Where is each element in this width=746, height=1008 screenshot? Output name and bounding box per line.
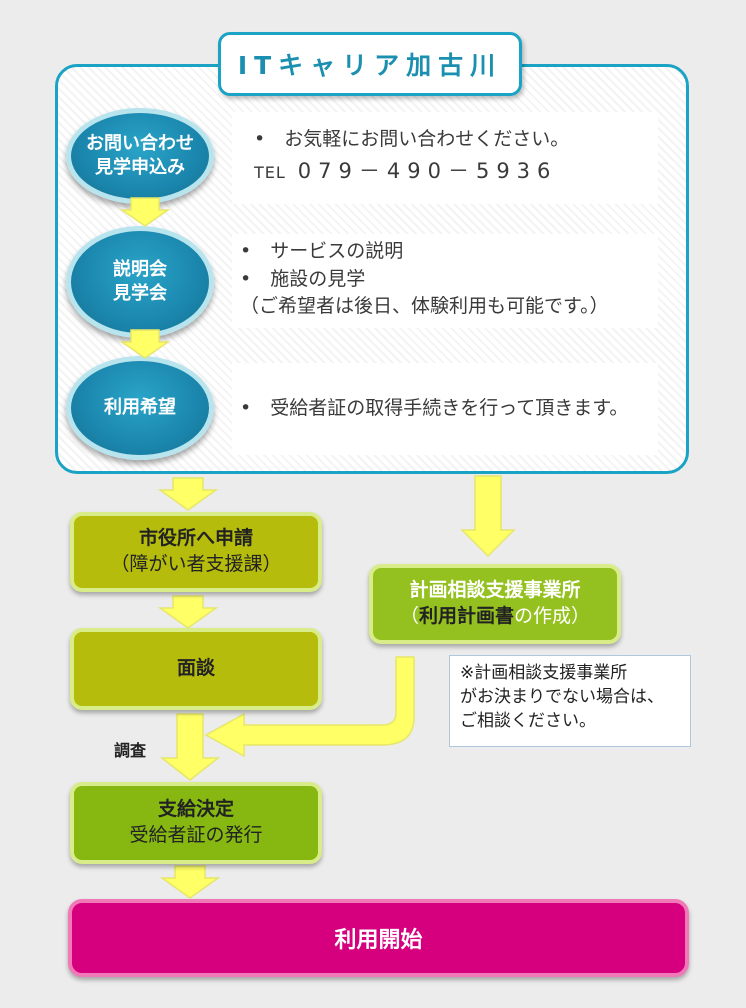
note-line: ※計画相談支援事業所 xyxy=(460,663,628,683)
step-inquiry-oval: お問い合わせ 見学申込み xyxy=(66,108,214,204)
title-banner: ITキャリア加古川 xyxy=(218,32,522,96)
page-title: ITキャリア加古川 xyxy=(237,51,503,80)
city-office-title: 市役所へ申請 xyxy=(138,527,253,550)
planning-office-title: 計画相談支援事業所 xyxy=(409,579,581,602)
step-inquiry-line1: お問い合わせ xyxy=(86,132,194,154)
step-briefing-line2: 見学会 xyxy=(113,283,167,304)
step-apply-oval: 利用希望 xyxy=(66,356,214,460)
down-arrow-icon xyxy=(460,475,516,558)
step-inquiry-line2: 見学申込み xyxy=(95,157,185,178)
step-briefing-oval: 説明会 見学会 xyxy=(66,226,214,338)
down-arrow-icon xyxy=(157,477,219,511)
interview-label: 面談 xyxy=(176,657,215,680)
decision-subtitle: 受給者証の発行 xyxy=(129,824,263,846)
interview-box: 面談 xyxy=(70,628,322,710)
start-of-use-box: 利用開始 xyxy=(68,899,689,977)
curved-left-arrow-icon xyxy=(204,656,415,758)
note-box: ※計画相談支援事業所 がお決まりでない場合は、 ご相談ください。 xyxy=(449,655,691,747)
planning-office-box: 計画相談支援事業所 （利用計画書の作成） xyxy=(369,564,621,644)
down-arrow-icon xyxy=(157,595,219,629)
planning-office-subtitle: （利用計画書の作成） xyxy=(399,605,591,627)
briefing-bullet-2: • 施設の見学 xyxy=(240,267,366,290)
briefing-note: （ご希望者は後日、体験利用も可能です。） xyxy=(240,295,609,318)
down-arrow-icon xyxy=(119,197,171,227)
step-briefing-line1: 説明会 xyxy=(113,258,167,280)
inquiry-bullet: • お気軽にお問い合わせください。 xyxy=(254,128,570,150)
decision-title: 支給決定 xyxy=(157,798,234,821)
step-briefing-info: • サービスの説明 • 施設の見学 （ご希望者は後日、体験利用も可能です。） xyxy=(232,234,658,328)
down-arrow-icon xyxy=(119,329,171,359)
step-apply-info: • 受給者証の取得手続きを行って頂きます。 xyxy=(232,363,658,455)
briefing-bullet-1: • サービスの説明 xyxy=(240,240,404,262)
benefit-decision-box: 支給決定 受給者証の発行 xyxy=(70,782,322,864)
city-office-application-box: 市役所へ申請 （障がい者支援課） xyxy=(70,512,322,592)
city-office-dept: （障がい者支援課） xyxy=(110,553,282,575)
start-label: 利用開始 xyxy=(334,928,423,953)
apply-bullet: • 受給者証の取得手続きを行って頂きます。 xyxy=(240,397,629,420)
survey-label: 調査 xyxy=(114,741,147,760)
note-line: がお決まりでない場合は、 xyxy=(460,686,664,707)
note-line: ご相談ください。 xyxy=(460,710,596,731)
down-arrow-icon xyxy=(159,865,221,899)
down-arrow-icon xyxy=(159,713,221,781)
step-apply-line1: 利用希望 xyxy=(104,396,176,418)
